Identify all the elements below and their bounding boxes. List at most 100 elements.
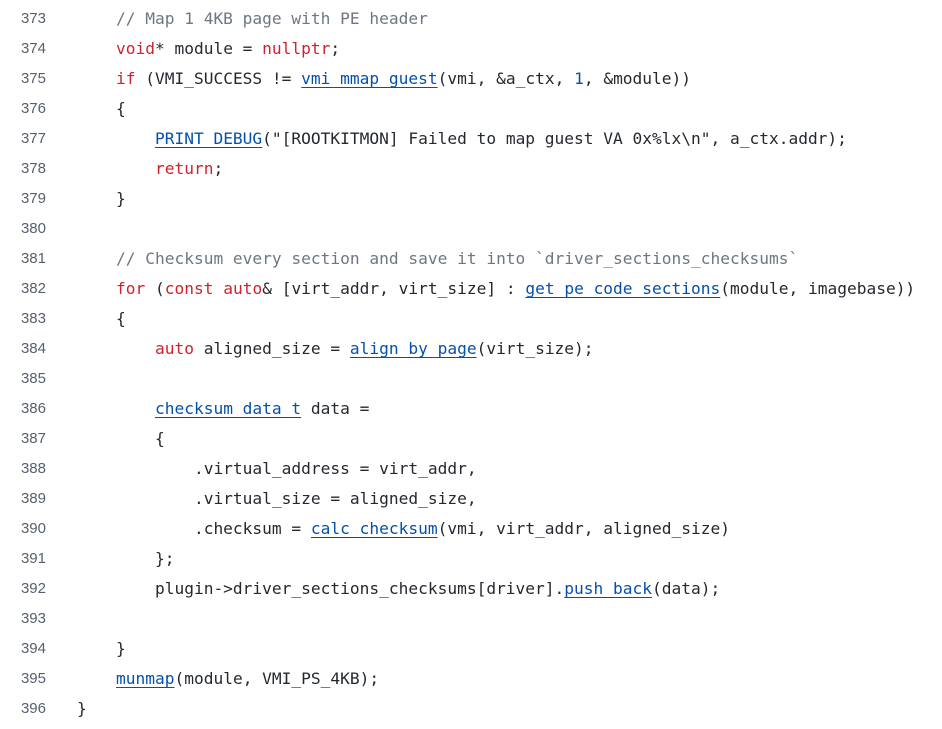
line-number[interactable]: 392 bbox=[20, 580, 46, 597]
line-number[interactable]: 376 bbox=[20, 100, 46, 117]
code-text: .virtual_size = aligned_size, bbox=[77, 484, 477, 514]
code-token: } bbox=[77, 639, 126, 658]
code-text: // Checksum every section and save it in… bbox=[77, 244, 798, 274]
code-token bbox=[213, 279, 223, 298]
line-number[interactable]: 373 bbox=[20, 10, 46, 27]
code-token bbox=[77, 9, 116, 28]
line-number[interactable]: 393 bbox=[20, 610, 46, 627]
function-link[interactable]: checksum_data_t bbox=[154, 399, 302, 418]
code-token: ; bbox=[330, 39, 341, 58]
line-number[interactable]: 387 bbox=[20, 430, 46, 447]
function-link[interactable]: get_pe_code_sections bbox=[525, 279, 721, 298]
code-text: if (VMI_SUCCESS != vmi_mmap_guest(vmi, &… bbox=[77, 64, 691, 94]
code-token: , a_ctx.addr); bbox=[710, 129, 847, 148]
code-line: 391 }; bbox=[0, 544, 942, 574]
keyword-token: for bbox=[115, 279, 146, 298]
code-text: // Map 1 4KB page with PE header bbox=[77, 4, 428, 34]
code-token: { bbox=[77, 429, 165, 448]
line-number[interactable]: 390 bbox=[20, 520, 46, 537]
code-token bbox=[77, 159, 155, 178]
string-token: "[ROOTKITMON] Failed to map guest VA 0x%… bbox=[271, 129, 711, 148]
line-number[interactable]: 396 bbox=[20, 700, 46, 717]
line-number[interactable]: 380 bbox=[20, 220, 46, 237]
code-token bbox=[77, 669, 116, 688]
keyword-token: auto bbox=[154, 339, 194, 358]
code-token: } bbox=[77, 699, 87, 718]
code-text: { bbox=[77, 424, 165, 454]
code-text: for (const auto& [virt_addr, virt_size] … bbox=[77, 274, 915, 304]
code-text: { bbox=[77, 94, 126, 124]
line-number[interactable]: 382 bbox=[20, 280, 46, 297]
code-token: .checksum = bbox=[77, 519, 311, 538]
line-number[interactable]: 388 bbox=[20, 460, 46, 477]
code-token: aligned_size = bbox=[193, 339, 350, 358]
line-number[interactable]: 386 bbox=[20, 400, 46, 417]
line-number[interactable]: 391 bbox=[20, 550, 46, 567]
line-number[interactable]: 378 bbox=[20, 160, 46, 177]
code-line: 382 for (const auto& [virt_addr, virt_si… bbox=[0, 274, 942, 304]
code-token bbox=[77, 279, 116, 298]
line-number[interactable]: 375 bbox=[20, 70, 46, 87]
code-token: .virtual_address = virt_addr, bbox=[77, 459, 477, 478]
code-token: (virt_size); bbox=[476, 339, 594, 358]
line-number[interactable]: 377 bbox=[20, 130, 46, 147]
code-token: (vmi, &a_ctx, bbox=[437, 69, 575, 88]
line-number[interactable]: 379 bbox=[20, 190, 46, 207]
keyword-token: void bbox=[115, 39, 155, 58]
code-line: 381 // Checksum every section and save i… bbox=[0, 244, 942, 274]
code-text: plugin->driver_sections_checksums[driver… bbox=[77, 574, 720, 604]
comment-token: // Checksum every section and save it in… bbox=[115, 249, 799, 268]
code-line: 392 plugin->driver_sections_checksums[dr… bbox=[0, 574, 942, 604]
line-number[interactable]: 395 bbox=[20, 670, 46, 687]
code-line: 390 .checksum = calc_checksum(vmi, virt_… bbox=[0, 514, 942, 544]
code-token bbox=[77, 399, 155, 418]
code-token bbox=[77, 69, 116, 88]
code-token: data = bbox=[301, 399, 370, 418]
keyword-token: const bbox=[164, 279, 214, 298]
code-token bbox=[77, 39, 116, 58]
code-token: & [virt_addr, virt_size] : bbox=[262, 279, 526, 298]
code-token: }; bbox=[77, 549, 175, 568]
code-token: .virtual_size = aligned_size, bbox=[77, 489, 477, 508]
code-line: 380 bbox=[0, 214, 942, 244]
line-number[interactable]: 389 bbox=[20, 490, 46, 507]
code-line: 386 checksum_data_t data = bbox=[0, 394, 942, 424]
code-token: (module, VMI_PS_4KB); bbox=[174, 669, 380, 688]
code-token: (module, imagebase)) bbox=[720, 279, 916, 298]
code-text: .checksum = calc_checksum(vmi, virt_addr… bbox=[77, 514, 730, 544]
keyword-token: auto bbox=[223, 279, 263, 298]
macro-link[interactable]: PRINT_DEBUG bbox=[154, 129, 263, 148]
code-token bbox=[77, 129, 155, 148]
code-token: plugin->driver_sections_checksums[driver… bbox=[77, 579, 565, 598]
code-text: checksum_data_t data = bbox=[77, 394, 369, 424]
code-token: * module = bbox=[154, 39, 263, 58]
code-token: (VMI_SUCCESS != bbox=[135, 69, 302, 88]
number-token: 1 bbox=[574, 69, 584, 88]
function-link[interactable]: vmi_mmap_guest bbox=[301, 69, 438, 88]
code-token: (vmi, virt_addr, aligned_size) bbox=[437, 519, 730, 538]
function-link[interactable]: calc_checksum bbox=[310, 519, 438, 538]
function-link[interactable]: munmap bbox=[115, 669, 175, 688]
code-text: .virtual_address = virt_addr, bbox=[77, 454, 477, 484]
code-text: } bbox=[77, 184, 126, 214]
function-link[interactable]: push_back bbox=[564, 579, 653, 598]
code-token: { bbox=[77, 99, 126, 118]
line-number[interactable]: 384 bbox=[20, 340, 46, 357]
code-line: 385 bbox=[0, 364, 942, 394]
keyword-token: if bbox=[115, 69, 136, 88]
function-link[interactable]: align_by_page bbox=[349, 339, 477, 358]
line-number[interactable]: 385 bbox=[20, 370, 46, 387]
line-number[interactable]: 394 bbox=[20, 640, 46, 657]
code-token: (data); bbox=[652, 579, 721, 598]
code-line: 384 auto aligned_size = align_by_page(vi… bbox=[0, 334, 942, 364]
code-line: 393 bbox=[0, 604, 942, 634]
code-text: } bbox=[77, 634, 126, 664]
code-text: } bbox=[77, 694, 87, 724]
code-token: } bbox=[77, 189, 126, 208]
line-number[interactable]: 381 bbox=[20, 250, 46, 267]
line-number[interactable]: 374 bbox=[20, 40, 46, 57]
code-token: { bbox=[77, 309, 126, 328]
line-number[interactable]: 383 bbox=[20, 310, 46, 327]
code-line: 376 { bbox=[0, 94, 942, 124]
